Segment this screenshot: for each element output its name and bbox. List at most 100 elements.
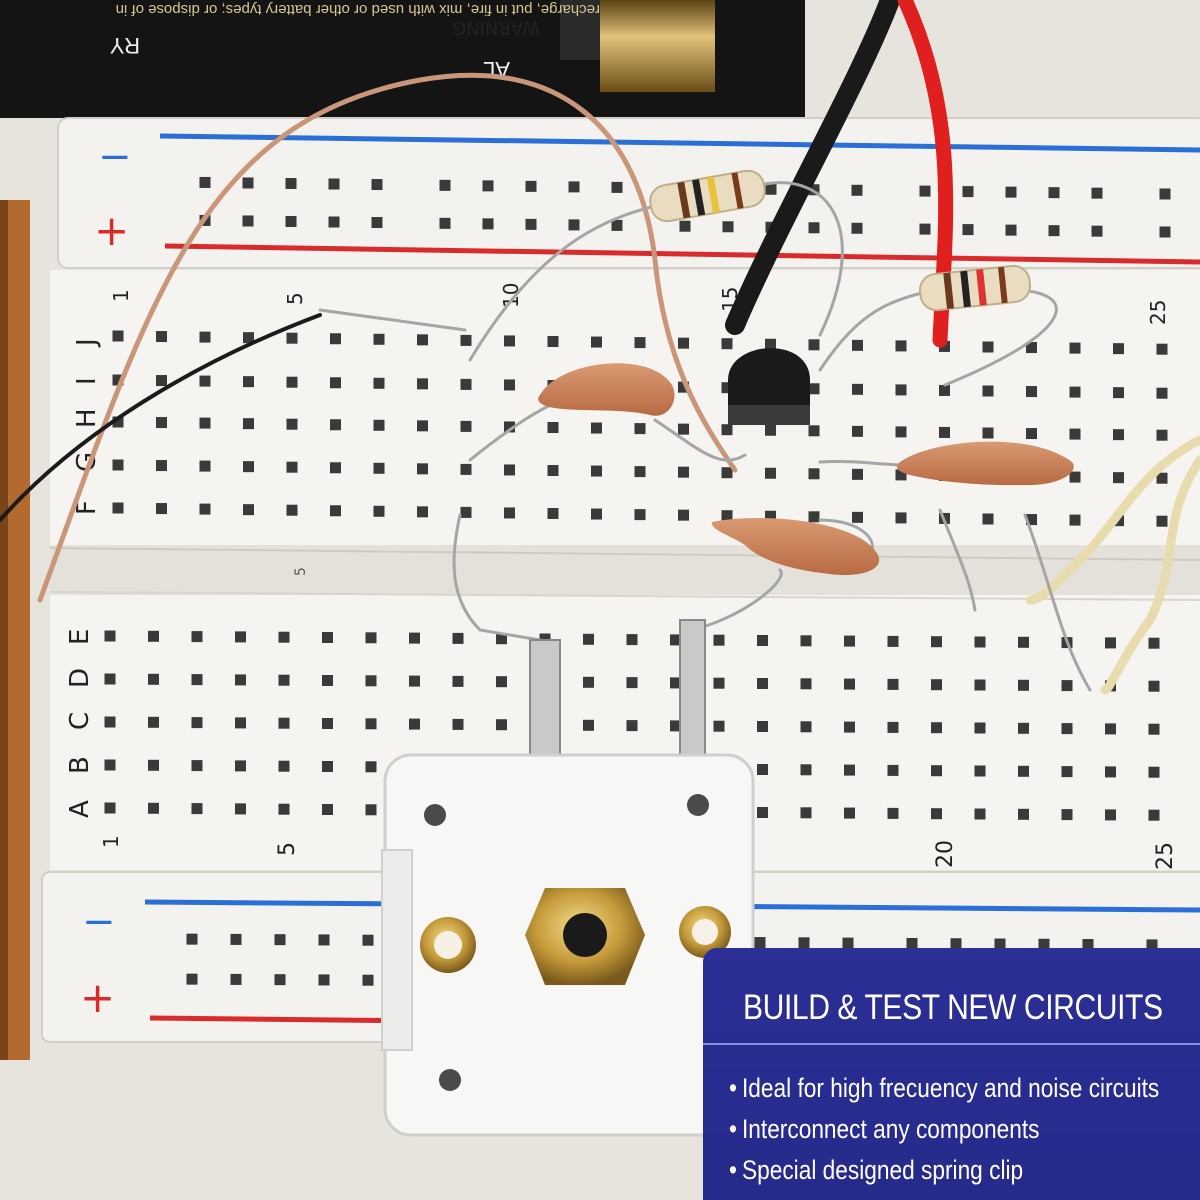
breadboard-hole xyxy=(1069,514,1081,526)
breadboard-hole xyxy=(634,337,646,349)
breadboard-hole xyxy=(286,461,298,473)
breadboard-hole xyxy=(1069,471,1081,483)
breadboard-hole xyxy=(713,720,725,732)
row-letter-a: A xyxy=(65,800,95,818)
breadboard-hole xyxy=(504,379,515,391)
breadboard-hole xyxy=(844,678,855,690)
breadboard-hole xyxy=(844,635,855,647)
breadboard-hole xyxy=(1026,514,1037,526)
center-channel xyxy=(50,545,1200,595)
breadboard-hole xyxy=(330,505,341,517)
top-rail-minus-label: − xyxy=(98,134,132,180)
breadboard-hole xyxy=(591,508,602,520)
breadboard-hole xyxy=(931,679,942,691)
breadboard-hole xyxy=(278,760,290,772)
breadboard-hole xyxy=(148,630,159,642)
breadboard-hole xyxy=(583,676,594,688)
promo-title: BUILD & TEST NEW CIRCUITS xyxy=(743,988,1163,1027)
rail-hole xyxy=(285,215,297,227)
row-letter-f: F xyxy=(72,500,102,515)
breadboard-hole xyxy=(1156,515,1168,527)
breadboard-hole xyxy=(1113,343,1124,355)
breadboard-hole xyxy=(887,678,899,690)
mounting-hole-2 xyxy=(687,794,709,816)
rail-hole xyxy=(186,973,198,985)
breadboard-hole xyxy=(199,503,211,515)
breadboard-hole xyxy=(895,384,907,396)
breadboard-hole xyxy=(931,722,942,734)
breadboard-hole xyxy=(634,423,646,435)
col-number-5-middle: 5 xyxy=(293,567,309,576)
top-rail-plus-label: + xyxy=(94,206,129,255)
row-letter-h: H xyxy=(72,408,102,428)
breadboard-hole xyxy=(634,466,646,478)
breadboard-hole xyxy=(112,502,124,514)
breadboard-hole xyxy=(235,803,246,815)
breadboard-hole xyxy=(765,467,776,479)
breadboard-hole xyxy=(800,764,812,776)
breadboard-hole xyxy=(765,510,776,522)
rail-hole xyxy=(371,217,383,229)
breadboard-hole xyxy=(982,385,994,397)
col-number-5-top: 5 xyxy=(283,292,307,305)
breadboard-hole xyxy=(721,467,733,479)
breadboard-hole xyxy=(156,503,167,515)
breadboard-hole xyxy=(931,765,942,777)
breadboard-hole xyxy=(895,340,907,352)
cream-wire-2 xyxy=(1100,455,1200,695)
breadboard-hole xyxy=(452,718,464,730)
promo-feature-text: Ideal for high frecuency and noise circu… xyxy=(741,1073,1160,1103)
promo-divider xyxy=(703,1043,1200,1045)
breadboard-hole xyxy=(626,720,638,732)
breadboard-hole xyxy=(365,804,377,816)
rail-hole xyxy=(919,223,931,235)
breadboard-hole xyxy=(243,418,254,430)
breadboard-hole xyxy=(191,760,203,772)
breadboard-hole xyxy=(148,716,159,728)
rail-hole xyxy=(1048,187,1060,199)
rail-hole xyxy=(765,183,777,195)
breadboard-hole xyxy=(1113,429,1124,441)
rail-hole xyxy=(318,974,330,986)
rail-hole xyxy=(962,186,974,198)
breadboard-hole xyxy=(496,719,507,731)
breadboard-hole xyxy=(757,678,768,689)
breadboard-hole xyxy=(583,719,594,731)
breadboard-hole xyxy=(496,676,507,688)
silver-lead-5 xyxy=(943,288,1058,387)
breadboard-hole xyxy=(417,378,428,390)
breadboard-hole xyxy=(1018,765,1029,777)
silver-lead-13 xyxy=(1023,513,1092,692)
breadboard-hole xyxy=(460,420,472,432)
breadboard-hole xyxy=(235,674,246,686)
copper-wire xyxy=(37,72,738,603)
rail-hole xyxy=(362,934,374,946)
battery: WARNING recharge, put in fire, mix with … xyxy=(0,0,805,118)
breadboard-hole xyxy=(678,466,689,478)
rail-hole xyxy=(1091,225,1103,237)
rail-hole xyxy=(962,224,974,236)
breadboard-hole xyxy=(852,468,863,480)
breadboard-hole xyxy=(460,378,472,390)
breadboard-hole xyxy=(1105,637,1116,649)
breadboard-hole xyxy=(322,761,333,772)
silver-lead-3 xyxy=(758,181,844,337)
rail-hole xyxy=(1005,224,1017,236)
breadboard-hole xyxy=(496,633,507,645)
breadboard-hole xyxy=(1105,766,1116,778)
silver-lead-12 xyxy=(938,508,977,612)
breadboard-hole xyxy=(322,804,333,815)
breadboard-hole xyxy=(678,509,689,521)
breadboard-hole xyxy=(104,630,116,642)
capacitor-2 xyxy=(897,441,1074,486)
mounting-hole-1 xyxy=(424,804,446,826)
breadboard-hole xyxy=(156,460,167,472)
rail-hole xyxy=(362,974,374,986)
breadboard-hole xyxy=(713,677,725,689)
row-letter-j: J xyxy=(72,338,102,348)
breadboard-hole xyxy=(895,426,907,438)
breadboard-hole xyxy=(1018,722,1029,734)
breadboard-hole xyxy=(112,416,124,428)
rail-hole xyxy=(482,218,494,230)
top-rail-blue-line xyxy=(159,133,1200,153)
